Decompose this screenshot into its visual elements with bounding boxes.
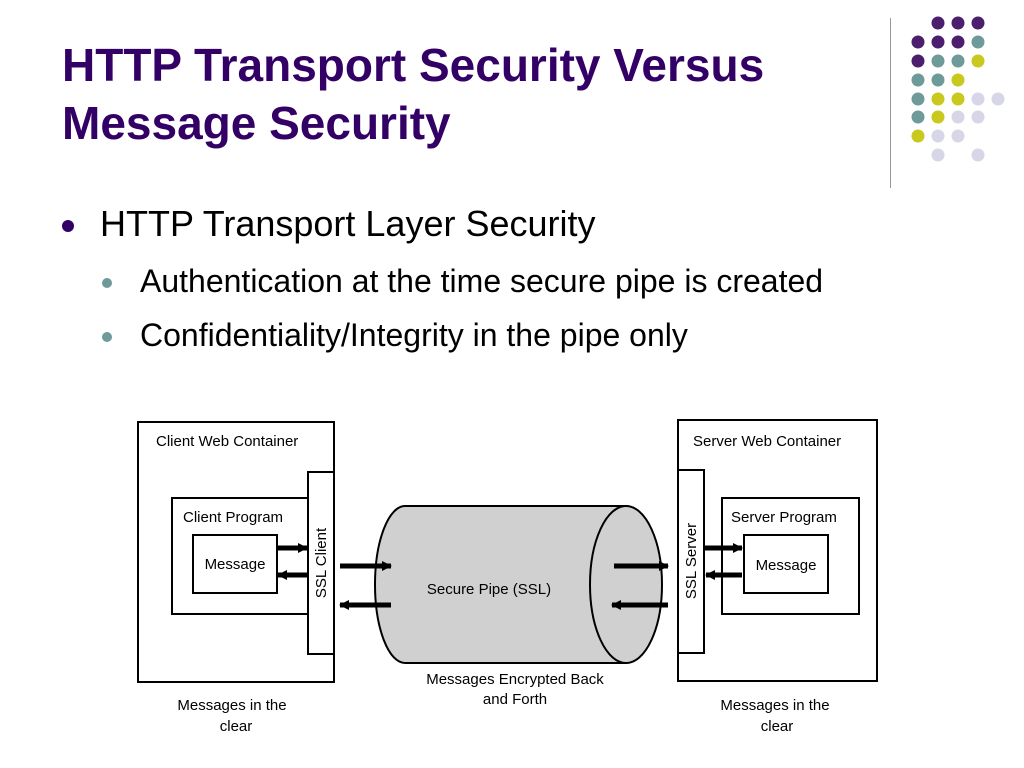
- secure-pipe-label: Secure Pipe (SSL): [427, 581, 551, 598]
- sub-bullet-text: Authentication at the time secure pipe i…: [140, 263, 824, 299]
- caption-right-line-2: clear: [761, 718, 794, 735]
- caption-center-line-1: Messages Encrypted Back: [426, 671, 604, 688]
- server-web-container-label: Server Web Container: [693, 433, 841, 450]
- ssl-server-bar: [677, 469, 705, 654]
- sub-bullet-dot-icon: [102, 332, 112, 342]
- caption-right-line-1: Messages in the: [720, 697, 829, 714]
- ssl-client-label: SSL Client: [313, 527, 330, 598]
- caption-left-line-2: clear: [220, 718, 253, 735]
- sub-bullet-text: Confidentiality/Integrity in the pipe on…: [140, 317, 688, 353]
- client-web-container-label: Client Web Container: [156, 433, 298, 450]
- server-program-label: Server Program: [731, 509, 837, 526]
- decorative-divider: [890, 18, 891, 188]
- client-message-label: Message: [205, 556, 266, 573]
- secure-pipe-end: [589, 505, 663, 664]
- ssl-client-bar: [307, 471, 335, 655]
- client-message-box: [192, 534, 278, 594]
- caption-left-line-1: Messages in the: [177, 697, 286, 714]
- slide-title-line-1: HTTP Transport Security Versus: [62, 39, 765, 91]
- bullet-text: HTTP Transport Layer Security: [100, 203, 596, 244]
- server-message-box: [743, 534, 829, 594]
- client-program-label: Client Program: [183, 509, 283, 526]
- sub-bullet-dot-icon: [102, 278, 112, 288]
- ssl-server-label: SSL Server: [683, 523, 700, 599]
- slide-title-line-2: Message Security: [62, 97, 451, 149]
- server-message-label: Message: [756, 557, 817, 574]
- secure-pipe-body: [374, 505, 627, 664]
- slide-title: HTTP Transport Security Versus Message S…: [62, 36, 862, 152]
- caption-center-line-2: and Forth: [483, 691, 547, 708]
- bullet-dot-icon: [62, 220, 74, 232]
